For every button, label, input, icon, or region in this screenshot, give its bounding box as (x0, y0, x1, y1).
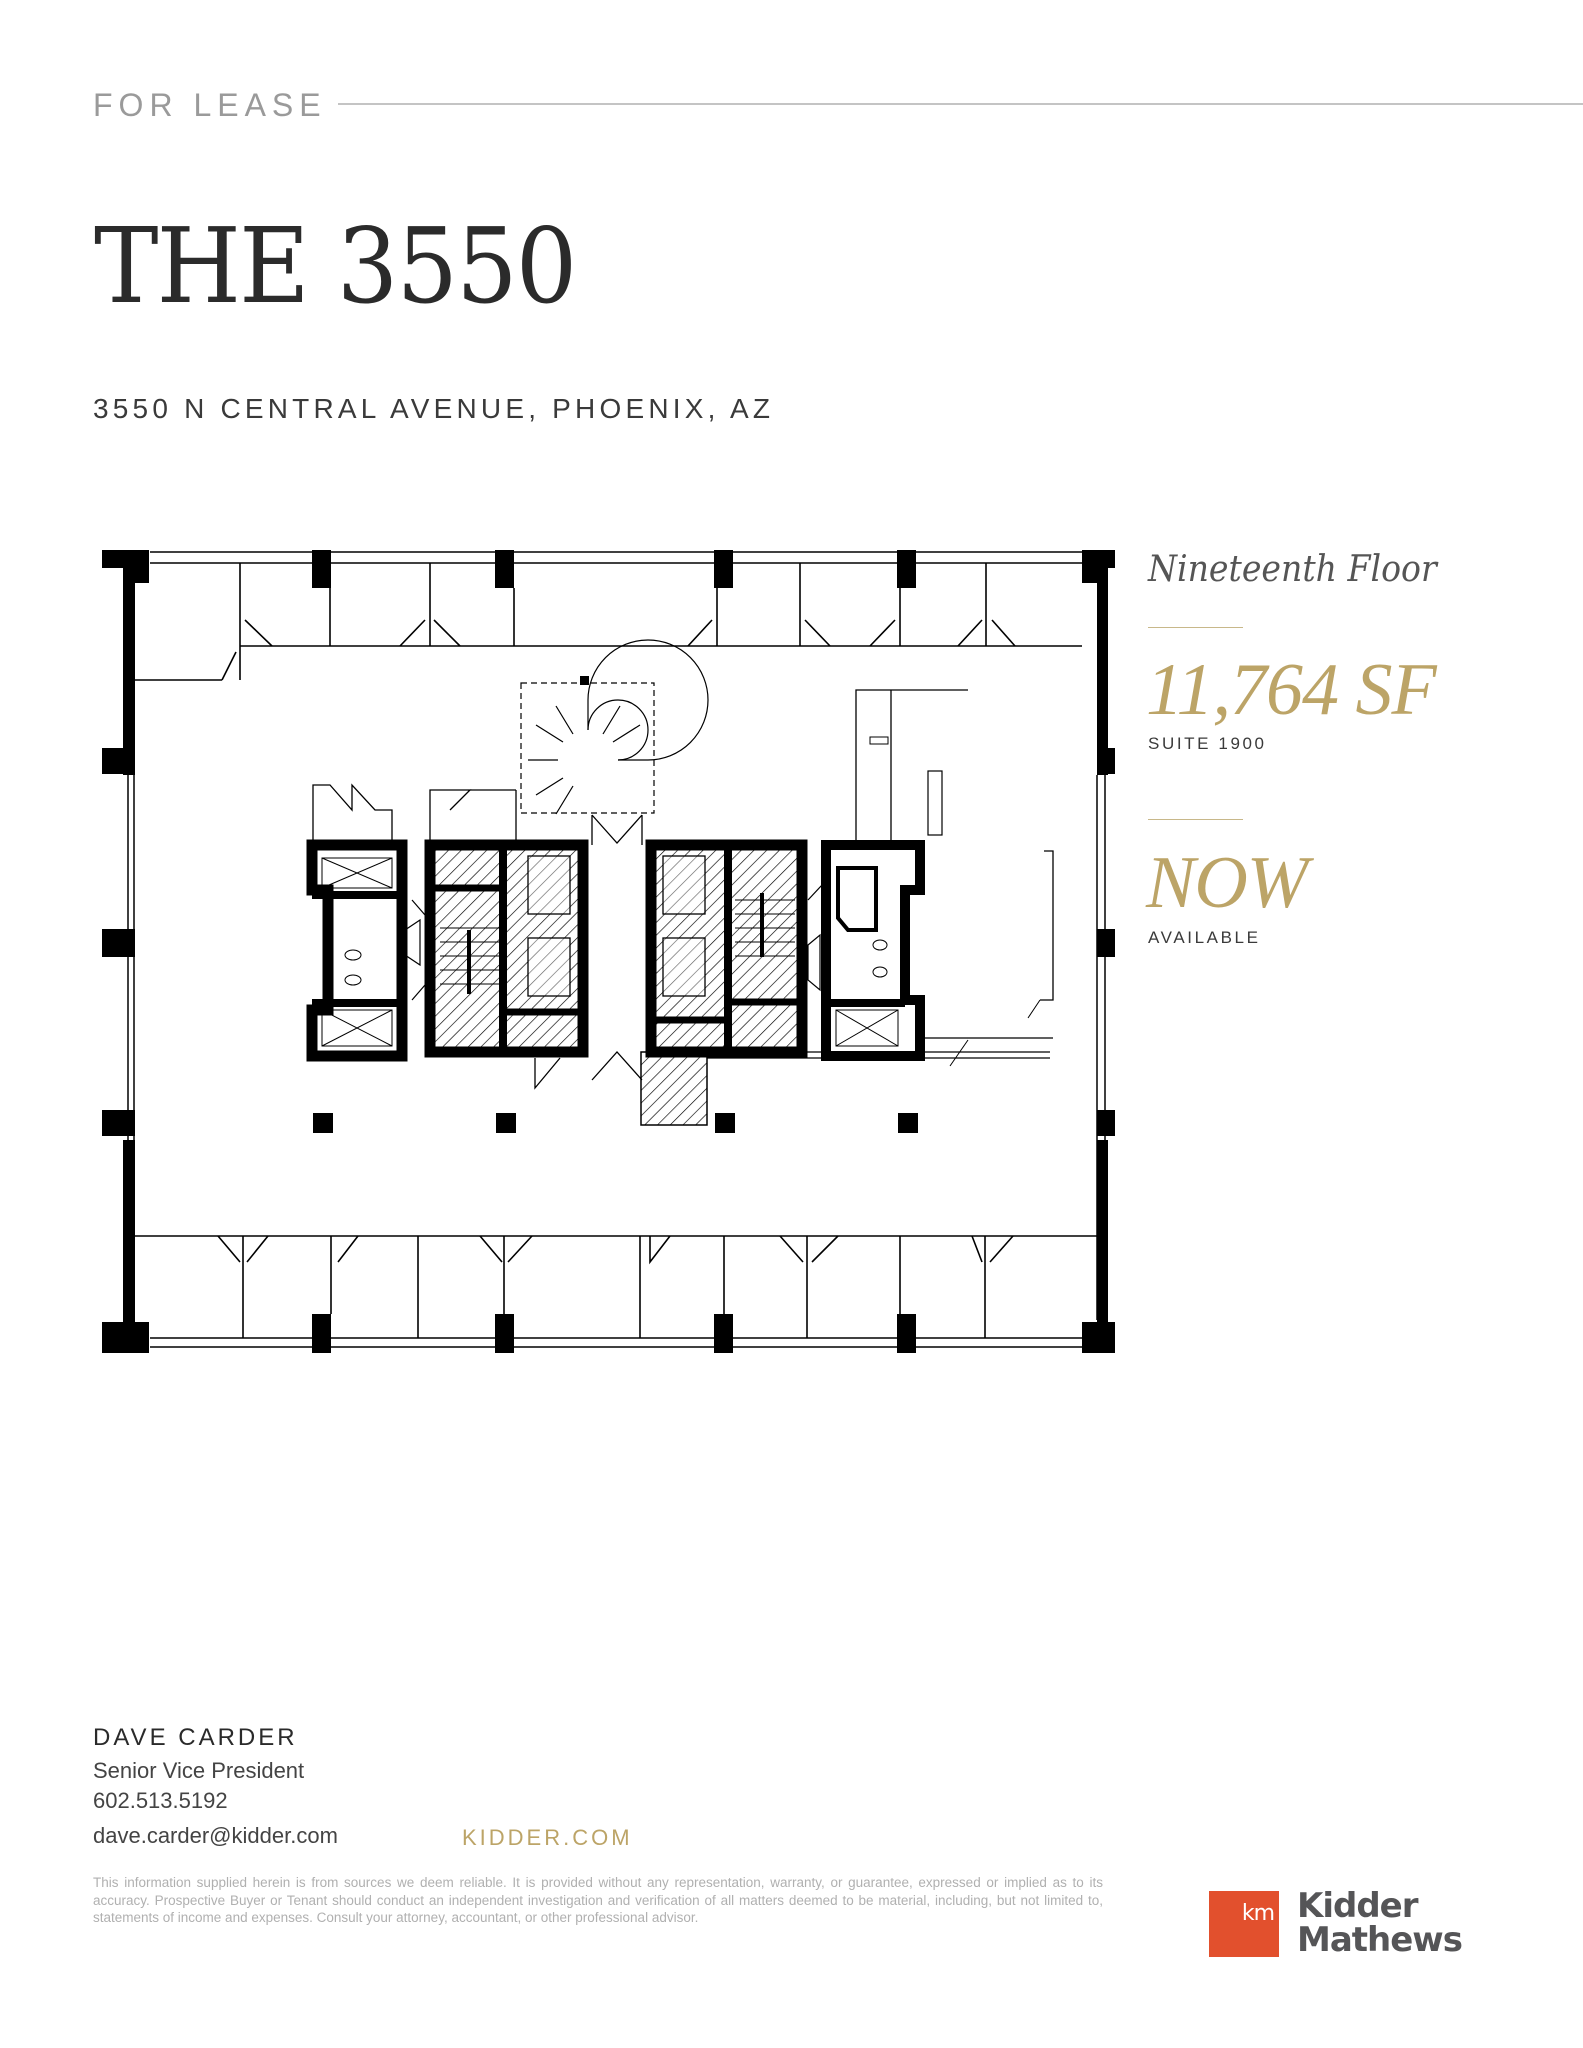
logo-wordmark-line1: Kidder (1297, 1886, 1419, 1926)
contact-email[interactable]: dave.carder@kidder.com (93, 1823, 338, 1848)
availability-value: NOW (1146, 842, 1308, 924)
legal-disclaimer: This information supplied herein is from… (93, 1875, 1103, 1925)
contact-phone[interactable]: 602.513.5192 (93, 1788, 228, 1813)
header-divider (338, 103, 1583, 105)
floor-name: Nineteenth Floor (1148, 549, 1437, 590)
contact-name: DAVE CARDER (93, 1724, 298, 1751)
detail-divider (1148, 627, 1243, 628)
kidder-mathews-logo: km Kidder Mathews (1209, 1886, 1489, 1960)
availability-label: AVAILABLE (1148, 928, 1261, 947)
website-link[interactable]: KIDDER.COM (462, 1825, 633, 1850)
logo-mark-text: km (1241, 1901, 1275, 1926)
logo-wordmark-line2: Mathews (1297, 1920, 1463, 1960)
suite-number: SUITE 1900 (1148, 734, 1267, 753)
km-logo-icon: km (1209, 1891, 1279, 1957)
contact-title: Senior Vice President (93, 1758, 305, 1783)
property-title: THE 3550 (94, 205, 577, 327)
property-address: 3550 N CENTRAL AVENUE, PHOENIX, AZ (93, 393, 775, 424)
listing-type-label: FOR LEASE (93, 87, 327, 123)
available-area: 11,764 SF (1146, 649, 1437, 731)
detail-divider (1148, 819, 1243, 820)
floor-plan-icon (102, 550, 1115, 1353)
